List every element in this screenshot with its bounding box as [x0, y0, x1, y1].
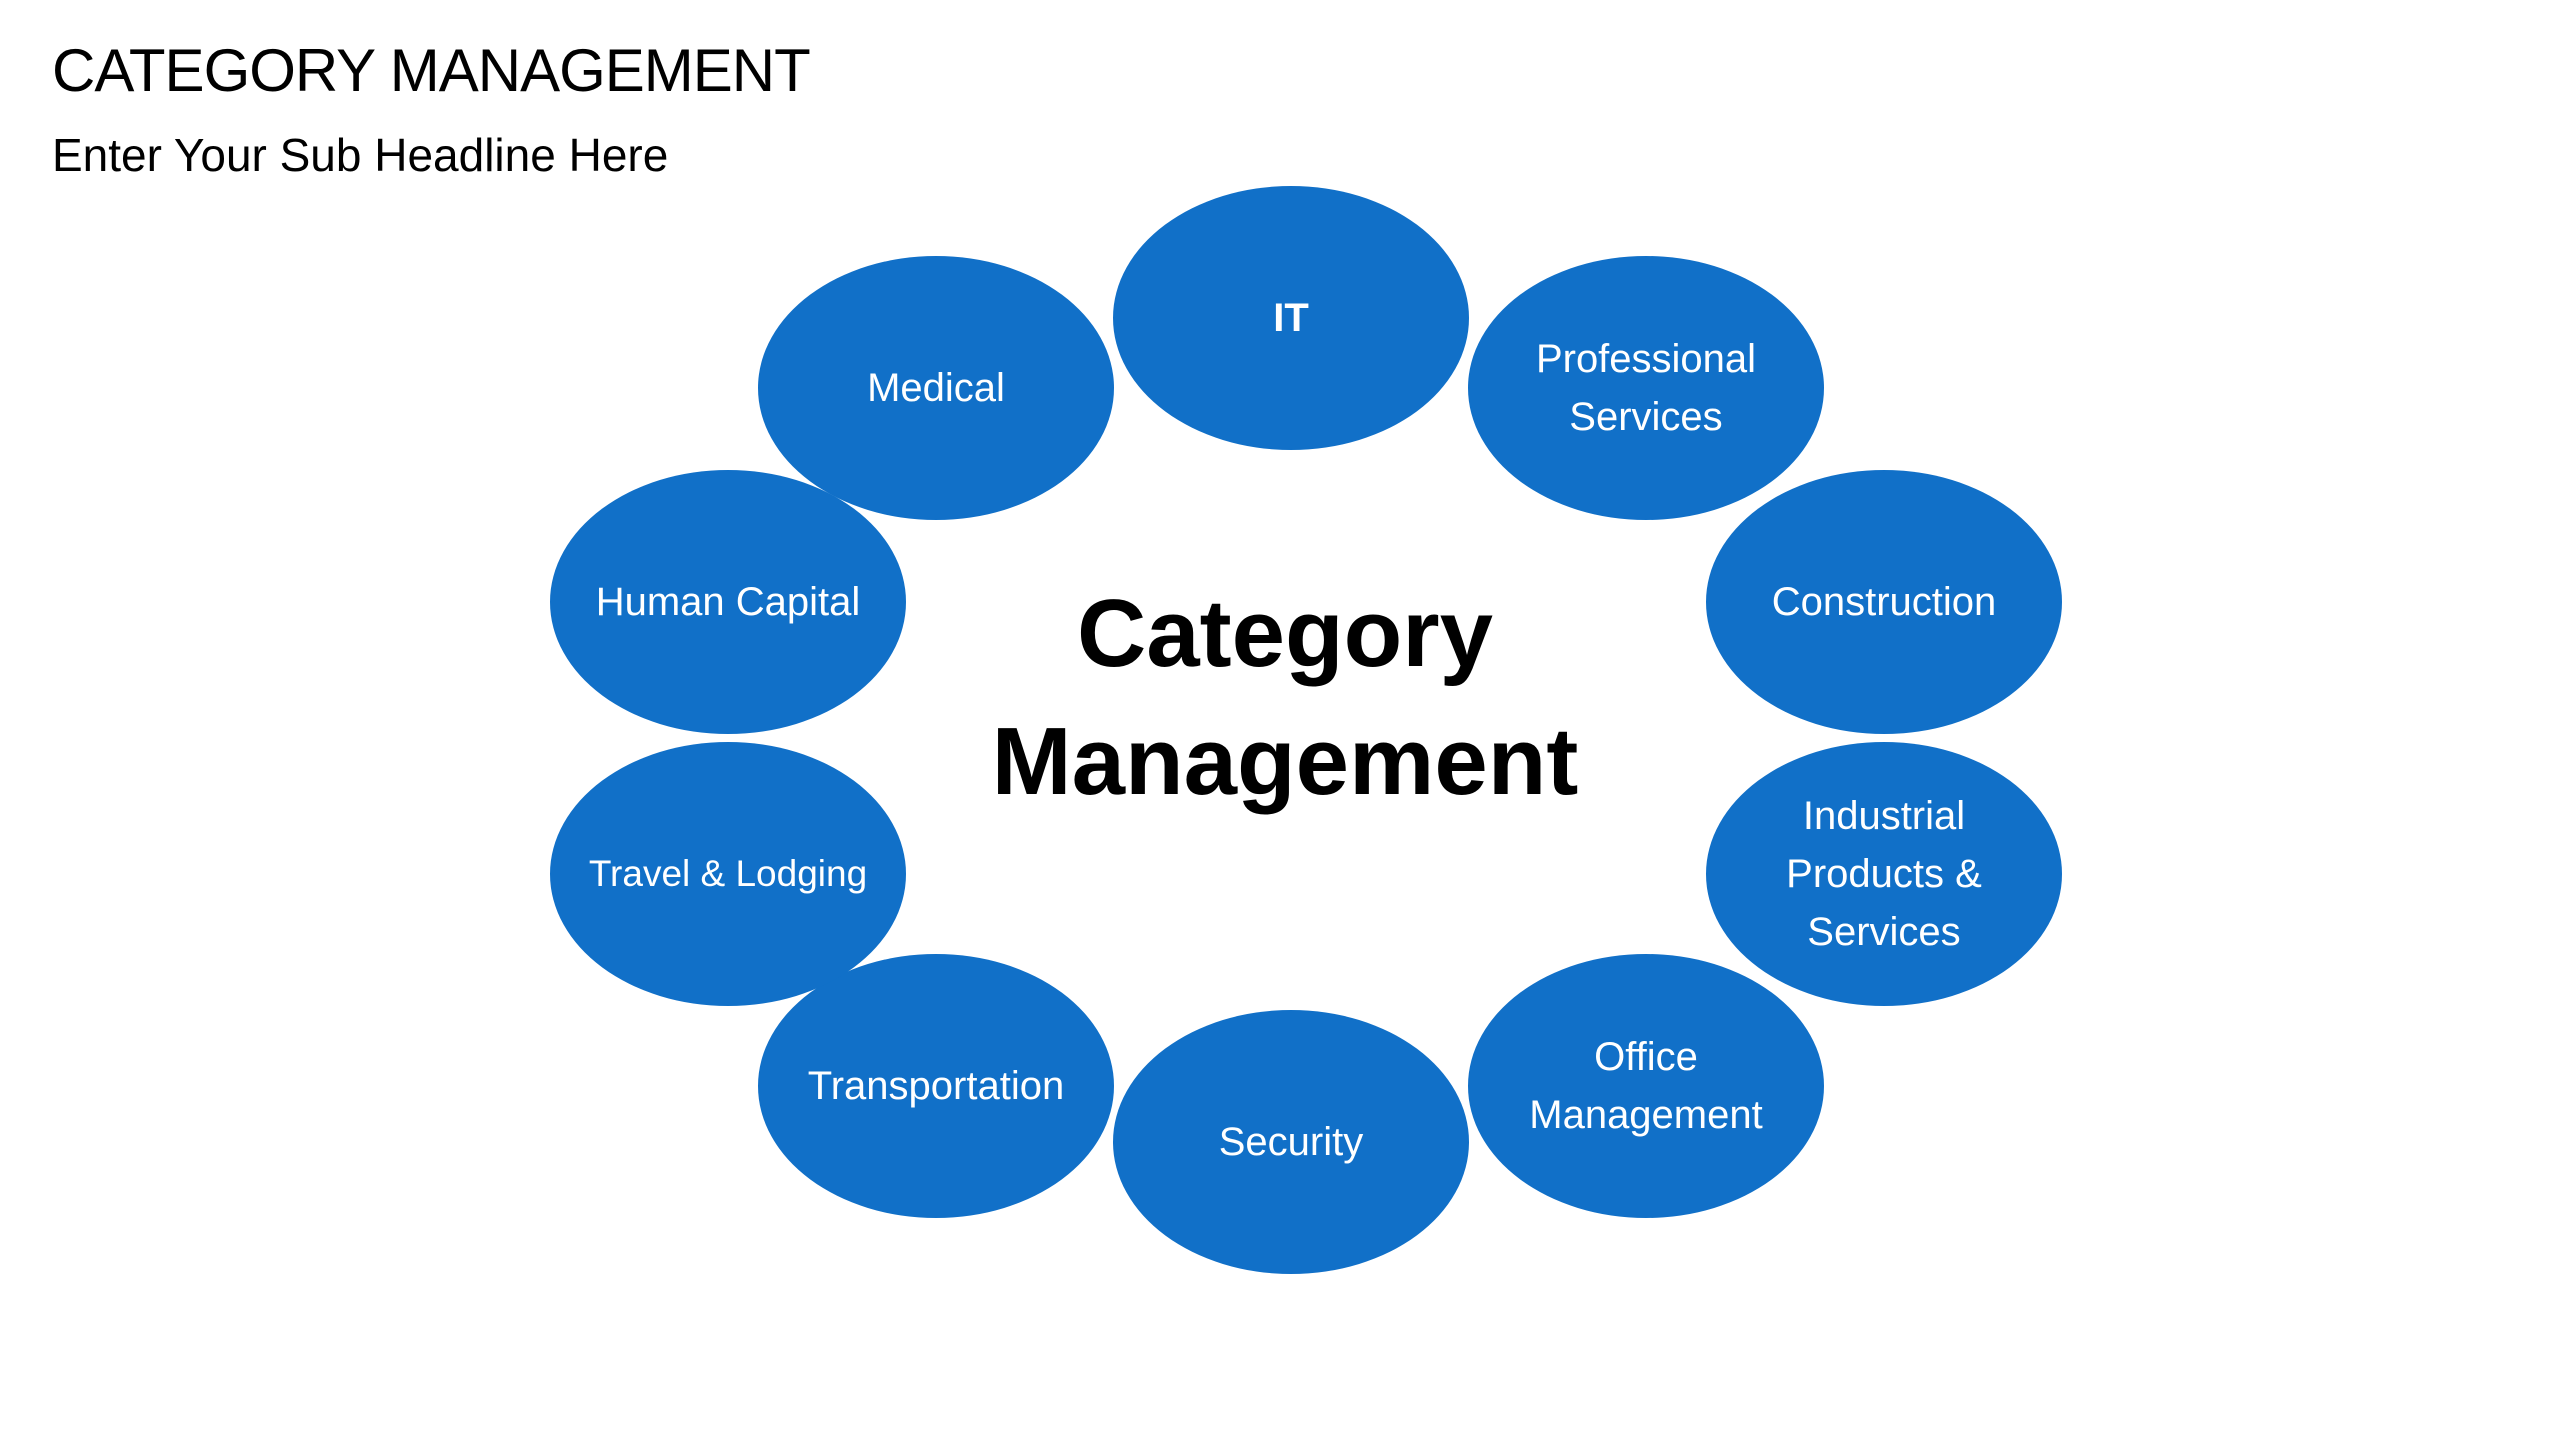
category-transportation: Transportation — [758, 954, 1114, 1218]
category-label: Transportation — [807, 1064, 1065, 1108]
category-label: IT — [1273, 296, 1309, 340]
category-professional-services: Professional Services — [1468, 256, 1824, 520]
category-label: Office Management — [1529, 1035, 1763, 1137]
category-label: Travel & Lodging — [588, 853, 868, 894]
category-label: Industrial Products & Services — [1786, 794, 1982, 954]
category-label: Security — [1218, 1120, 1364, 1164]
category-label: Human Capital — [595, 580, 861, 624]
category-it: IT — [1113, 186, 1469, 450]
category-label: Construction — [1771, 580, 1997, 624]
center-label-line1: Category — [1076, 580, 1494, 687]
category-human-capital: Human Capital — [550, 470, 906, 734]
category-label: Professional Services — [1535, 337, 1757, 439]
center-label-line2: Management — [991, 708, 1579, 815]
category-medical: Medical — [758, 256, 1114, 520]
category-office-management: Office Management — [1468, 954, 1824, 1218]
category-security: Security — [1113, 1010, 1469, 1274]
category-industrial-products-services: Industrial Products & Services — [1706, 742, 2062, 1006]
category-construction: Construction — [1706, 470, 2062, 734]
category-label: Medical — [867, 366, 1005, 410]
page-title: CATEGORY MANAGEMENT — [52, 37, 811, 104]
category-travel-lodging: Travel & Lodging — [550, 742, 906, 1006]
center-label: Category Management — [930, 570, 1640, 826]
page-subtitle: Enter Your Sub Headline Here — [52, 129, 669, 181]
